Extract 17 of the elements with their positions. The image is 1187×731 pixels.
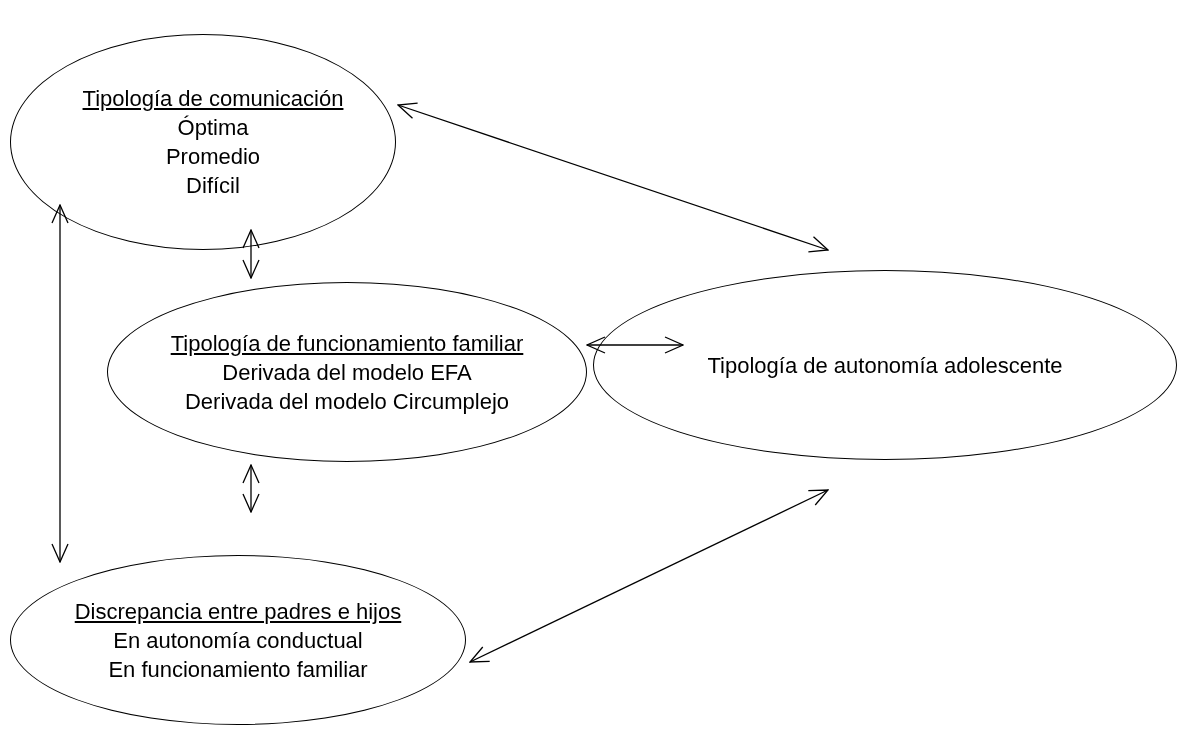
list-item: Derivada del modelo Circumplejo xyxy=(184,387,509,416)
double-arrow xyxy=(242,229,260,279)
double-arrow xyxy=(397,102,829,253)
list-item: Óptima xyxy=(177,114,249,142)
node-label: Tipología de autonomía adolescente xyxy=(707,351,1063,380)
heading: Tipología de comunicación xyxy=(82,85,344,113)
double-arrow xyxy=(586,336,684,354)
double-arrow xyxy=(242,464,260,513)
list-item: En autonomía conductual xyxy=(113,626,363,655)
heading: Tipología de funcionamiento familiar xyxy=(170,329,524,358)
list-item: Derivada del modelo EFA xyxy=(222,358,472,387)
double-arrow xyxy=(469,489,829,663)
list-item: En funcionamiento familiar xyxy=(108,655,368,684)
list-item: Difícil xyxy=(186,172,240,200)
double-arrow xyxy=(51,204,69,563)
heading: Discrepancia entre padres e hijos xyxy=(74,597,402,626)
list-item: Promedio xyxy=(165,143,261,171)
